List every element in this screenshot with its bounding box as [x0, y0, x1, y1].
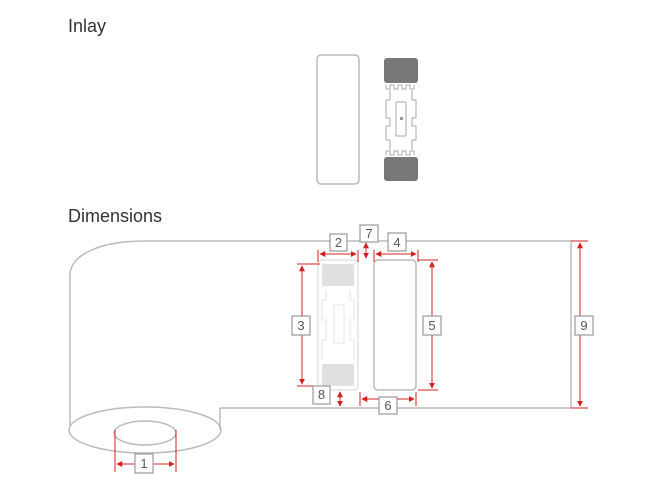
dimension-label-6: 6 — [378, 396, 398, 415]
dimension-label-9-text: 9 — [580, 318, 587, 333]
dimension-label-8: 8 — [312, 385, 331, 405]
label-1-pad-top — [322, 264, 354, 286]
label-1-pad-bottom — [322, 364, 354, 386]
dimension-label-1: 1 — [134, 453, 154, 474]
dimension-label-2: 2 — [329, 233, 348, 252]
antenna-trace-left — [385, 90, 391, 150]
dimension-label-1-text: 1 — [140, 456, 147, 471]
dimension-label-8-text: 8 — [318, 387, 325, 402]
inlay-antenna — [384, 58, 418, 181]
antenna-chip — [400, 117, 403, 120]
label-1-outline — [317, 259, 359, 391]
dimension-label-2-text: 2 — [335, 235, 342, 250]
roll-core — [113, 420, 177, 446]
antenna-meander-bottom — [385, 150, 415, 156]
antenna-meander-top — [385, 84, 415, 90]
dimension-label-7-text: 7 — [365, 226, 372, 241]
antenna-loop — [395, 101, 407, 137]
roll-end-outer — [68, 406, 222, 454]
dimension-label-4: 4 — [387, 232, 407, 252]
antenna-trace-right — [411, 90, 417, 150]
dimension-label-5: 5 — [422, 315, 442, 336]
antenna-pad-bottom — [384, 157, 418, 181]
dimension-label-7: 7 — [359, 224, 379, 243]
label-roll — [68, 240, 572, 454]
label-1-trace — [321, 290, 355, 360]
label-2-outline — [373, 259, 417, 391]
dimension-label-3: 3 — [291, 315, 311, 336]
label-with-inlay — [317, 259, 359, 391]
dimension-label-9: 9 — [574, 315, 594, 336]
inlay-title: Inlay — [68, 16, 107, 36]
dimensions-title: Dimensions — [68, 206, 163, 226]
antenna-pad-top — [384, 58, 418, 83]
dimension-label-6-text: 6 — [384, 398, 391, 413]
dimension-label-5-text: 5 — [428, 318, 435, 333]
inlay-blank-outline — [316, 54, 360, 185]
dimension-label-4-text: 4 — [393, 235, 400, 250]
label-1-loop — [333, 304, 345, 344]
dimension-label-3-text: 3 — [297, 318, 304, 333]
